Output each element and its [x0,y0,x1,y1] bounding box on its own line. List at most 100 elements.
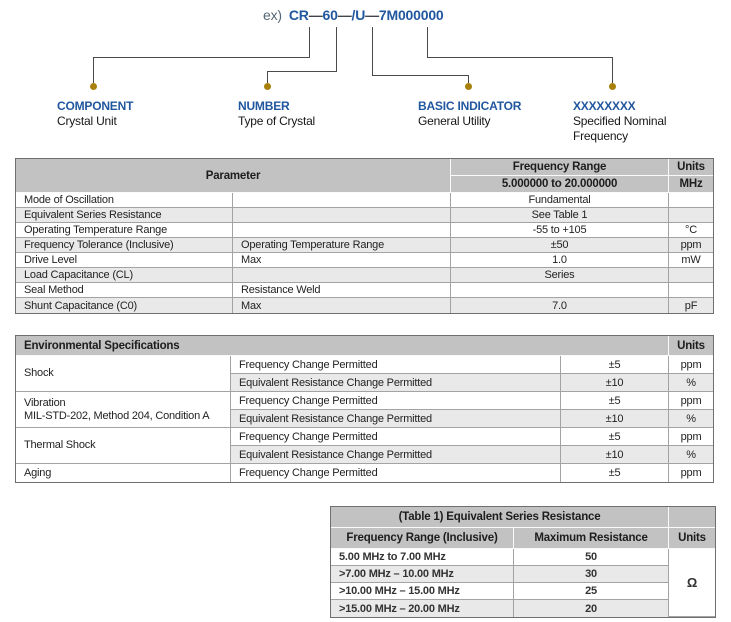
unit-cell: Ω [669,549,716,617]
group-cell-shock: Shock [16,356,231,392]
connector-line [93,57,94,83]
param-cell: Equivalent Series Resistance [16,208,233,223]
separator: — [308,7,323,23]
description-cell: Equivalent Resistance Change Permitted [231,410,561,428]
table-row: Vibration MIL-STD-202, Method 204, Condi… [16,392,714,428]
example-prefix: ex) [263,7,282,23]
unit-cell [669,208,713,223]
range-cell: >10.00 MHz – 15.00 MHz [331,583,514,600]
part-segment-frequency: 7M000000 [378,7,444,23]
connector-line [267,71,268,83]
connector-line [468,75,469,83]
environmental-spec-table: Environmental Specifications Units Shock… [15,335,715,483]
resistance-cell: 30 [514,566,670,583]
header-row: 5.000000 to 20.000000 MHz [16,176,713,193]
value-cell [451,283,669,298]
value-cell: See Table 1 [451,208,669,223]
unit-cell: ppm [669,238,713,253]
callout-subtext: Type of Crystal [238,114,316,128]
group-cell-aging: Aging [16,464,231,482]
table-row: Equivalent Resistance Change Permitted ±… [16,374,714,392]
condition-cell: Max [233,298,451,313]
value-cell: ±5 [561,464,670,482]
condition-cell [233,193,451,208]
unit-cell: °C [669,223,713,238]
table-row: Load Capacitance (CL) Series [16,268,713,283]
callout-frequency: XXXXXXXX Specified Nominal Frequency [573,99,685,144]
callout-basic-indicator: BASIC INDICATOR General Utility [418,99,578,129]
table-row: 5.00 MHz to 7.00 MHz 50 Ω [331,549,716,617]
param-cell: Seal Method [16,283,233,298]
value-cell: ±5 [561,428,670,446]
range-cell: >15.00 MHz – 20.00 MHz [331,600,514,617]
param-cell: Mode of Oscillation [16,193,233,208]
connector-line [372,75,469,76]
description-cell: Frequency Change Permitted [231,392,561,410]
param-cell: Operating Temperature Range [16,223,233,238]
callout-component: COMPONENT Crystal Unit [57,99,217,129]
value-cell: ±10 [561,410,670,428]
table-row: Equivalent Series Resistance See Table 1 [16,208,713,223]
units-header: Units [669,336,714,356]
description-cell: Equivalent Resistance Change Permitted [231,374,561,392]
value-cell: Series [451,268,669,283]
table-row: Shock Frequency Change Permitted ±5 ppm [16,356,714,392]
condition-cell [233,268,451,283]
description-cell: Frequency Change Permitted [231,464,561,482]
table-row: >7.00 MHz – 10.00 MHz 30 [331,566,715,583]
header-row: (Table 1) Equivalent Series Resistance [331,507,716,528]
esr-title-spacer [669,507,716,528]
callout-number: NUMBER Type of Crystal [238,99,398,129]
frequency-range-header: Frequency Range [451,159,669,176]
table-row: >15.00 MHz – 20.00 MHz 20 [331,600,715,617]
resistance-cell: 20 [514,600,670,617]
unit-cell: % [669,446,714,464]
condition-cell: Max [233,253,451,268]
unit-cell: % [669,374,714,392]
table-row: Equivalent Resistance Change Permitted ±… [16,410,714,428]
separator: — [337,7,352,23]
part-segment-number: 60 [322,7,338,23]
resistance-cell: 50 [514,549,670,566]
unit-cell: ppm [669,428,714,446]
value-cell: ±10 [561,446,670,464]
callout-heading: NUMBER [238,99,290,113]
table-row: Drive Level Max 1.0 mW [16,253,713,268]
table-row: Mode of Oscillation Fundamental [16,193,713,208]
description-cell: Frequency Change Permitted [231,356,561,374]
table-row: Equivalent Resistance Change Permitted ±… [16,446,714,464]
part-number-title: ex)CR—60—/U—7M000000 [263,7,444,23]
frequency-range-header: Frequency Range (Inclusive) [331,528,514,549]
condition-cell [233,208,451,223]
parameter-spec-table: Parameter Frequency Range Units 5.000000… [15,158,714,314]
table-row: Frequency Tolerance (Inclusive) Operatin… [16,238,713,253]
table-row: Aging Frequency Change Permitted ±5 ppm [16,464,713,482]
table-row: Shunt Capacitance (C0) Max 7.0 pF [16,298,713,313]
condition-cell: Operating Temperature Range [233,238,451,253]
unit-cell: ppm [669,392,714,410]
unit-cell: pF [669,298,713,313]
resistance-cell: 25 [514,583,670,600]
separator: — [365,7,379,23]
table-row: Operating Temperature Range -55 to +105 … [16,223,713,238]
header-row: Parameter Frequency Range Units [16,159,713,193]
callout-heading: XXXXXXXX [573,99,636,113]
value-cell: ±5 [561,356,670,374]
env-title-header: Environmental Specifications [16,336,670,356]
connector-line [93,57,310,58]
callout-subtext: General Utility [418,114,491,128]
value-cell: Fundamental [451,193,669,208]
header-row: Frequency Range (Inclusive) Maximum Resi… [331,528,716,549]
unit-cell: ppm [669,356,714,374]
callout-subtext: Specified Nominal Frequency [573,114,667,143]
param-cell: Shunt Capacitance (C0) [16,298,233,313]
connector-line [427,27,428,58]
connector-line [336,27,337,72]
description-cell: Frequency Change Permitted [231,428,561,446]
unit-cell [669,283,713,298]
value-cell: ±5 [561,392,670,410]
callout-subtext: Crystal Unit [57,114,117,128]
param-cell: Load Capacitance (CL) [16,268,233,283]
units-header: Units [669,528,716,549]
connector-line [427,57,613,58]
